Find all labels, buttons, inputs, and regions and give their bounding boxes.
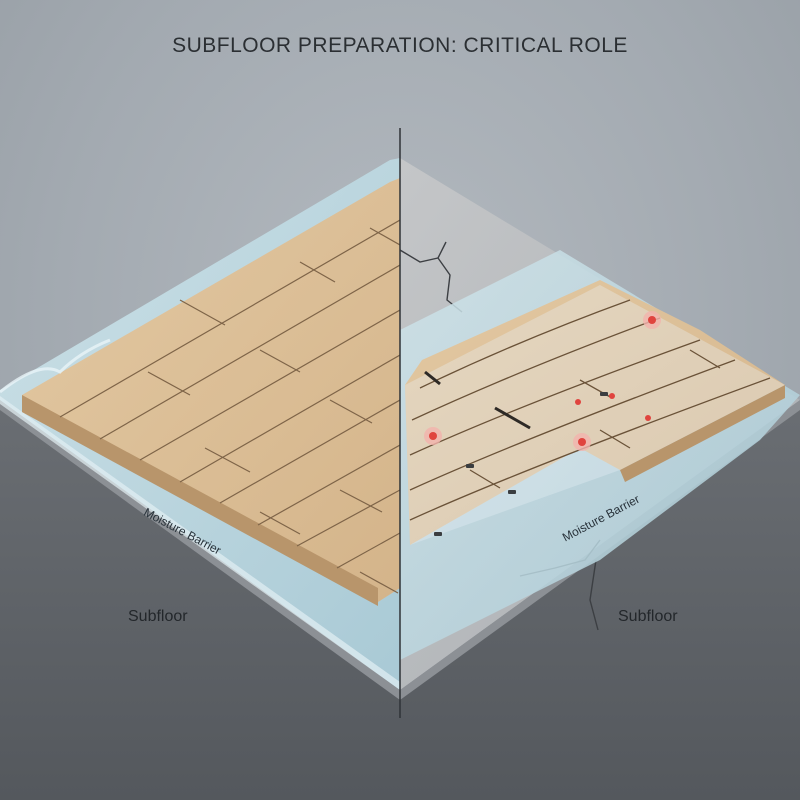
damage-marker-icon (573, 433, 591, 451)
left-subfloor-label: Subfloor (128, 608, 188, 625)
right-subfloor-slab-side (400, 400, 800, 800)
left-subfloor-slab-side (0, 400, 400, 800)
page-title: SUBFLOOR PREPARATION: CRITICAL ROLE (172, 34, 628, 57)
right-warped-wood-floor (405, 280, 785, 545)
damage-marker-icon (643, 311, 661, 329)
right-poor-installation (400, 158, 800, 800)
fastener-icons (434, 392, 608, 536)
right-subfloor-label: Subfloor (618, 608, 678, 625)
damage-marker-icon (424, 427, 442, 445)
left-good-installation (0, 158, 400, 800)
left-plank-seams (59, 219, 400, 594)
damage-marker-icon (575, 393, 651, 421)
left-wood-floor (22, 178, 400, 602)
